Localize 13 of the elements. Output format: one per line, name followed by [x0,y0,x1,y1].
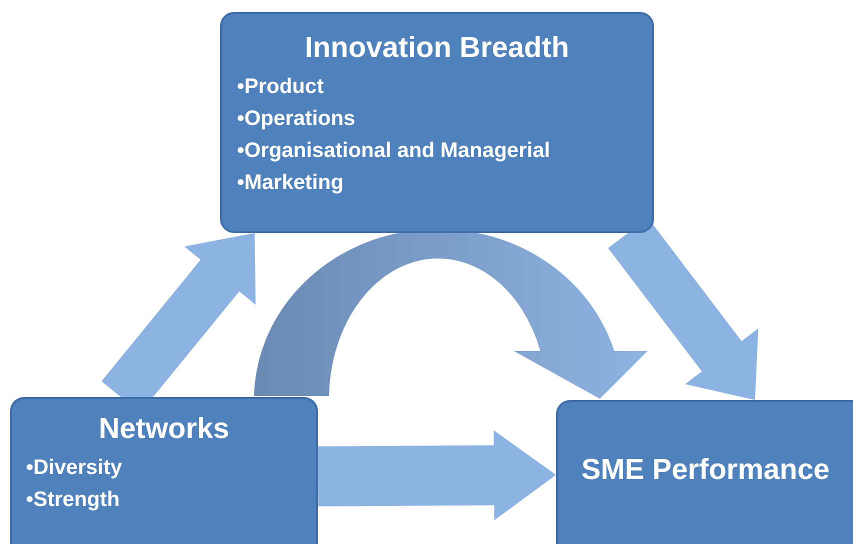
process-box [220,12,654,233]
box-heading: SME Performance [581,454,830,487]
process-box [10,397,318,544]
bullet-item: •Organisational and Managerial [237,138,550,164]
box-heading: Innovation Breadth [304,32,570,65]
bullet-item: •Diversity [26,455,122,481]
bullet-item: •Product [237,74,324,100]
block-arrow [318,430,556,520]
box-heading: Networks [98,413,230,446]
bullet-item: •Strength [26,487,120,513]
bullet-item: •Operations [237,106,356,132]
bullet-item: •Marketing [237,170,344,196]
process-box [556,400,853,544]
